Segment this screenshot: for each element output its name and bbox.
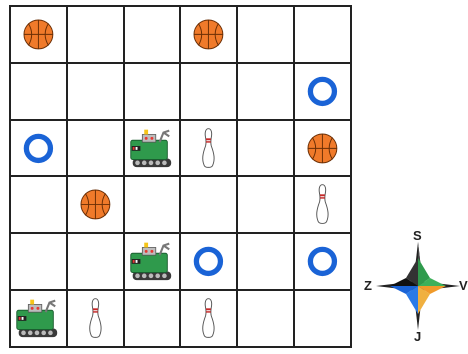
- grid-cell-r3-c1[interactable]: [66, 176, 124, 234]
- grid-cell-r3-c4[interactable]: [237, 176, 295, 234]
- grid-cell-r1-c3[interactable]: [180, 62, 238, 120]
- grid-cell-r2-c2[interactable]: [123, 119, 181, 177]
- compass-south-label: J: [414, 329, 422, 344]
- grid-cell-r1-c2[interactable]: [123, 62, 181, 120]
- grid-cell-r4-c5[interactable]: [294, 233, 351, 291]
- ring-icon: [194, 247, 224, 277]
- bowling-pin-icon: [316, 184, 329, 225]
- ring-icon: [23, 133, 54, 163]
- grid-cell-r3-c5[interactable]: [294, 176, 351, 234]
- ring-icon: [307, 76, 338, 106]
- grid-cell-r3-c0[interactable]: [10, 176, 67, 234]
- grid-cell-r0-c3[interactable]: [180, 6, 238, 63]
- grid-cell-r3-c2[interactable]: [123, 176, 181, 234]
- grid-cell-r1-c4[interactable]: [237, 62, 295, 120]
- compass-rose: S J Z V: [362, 228, 468, 346]
- basketball-icon: [23, 19, 54, 50]
- compass-west-label: Z: [364, 278, 372, 293]
- grid-cell-r4-c2[interactable]: [123, 233, 181, 291]
- grid-cell-r1-c1[interactable]: [66, 62, 124, 120]
- grid-cell-r4-c1[interactable]: [66, 233, 124, 291]
- grid-cell-r5-c4[interactable]: [237, 290, 295, 347]
- grid-cell-r5-c3[interactable]: [180, 290, 238, 347]
- basketball-icon: [80, 189, 111, 220]
- bowling-pin-icon: [202, 127, 216, 168]
- ring-icon: [307, 247, 338, 277]
- robot-icon: [129, 242, 171, 281]
- grid-cell-r2-c1[interactable]: [66, 119, 124, 177]
- grid-cell-r5-c0[interactable]: [10, 290, 67, 347]
- bowling-pin-icon: [202, 298, 216, 339]
- compass-east-label: V: [459, 278, 468, 293]
- game-board: [9, 5, 352, 348]
- grid-cell-r0-c4[interactable]: [237, 6, 295, 63]
- grid-cell-r3-c3[interactable]: [180, 176, 238, 234]
- basketball-icon: [193, 19, 224, 50]
- grid-cell-r2-c5[interactable]: [294, 119, 351, 177]
- basketball-icon: [307, 133, 338, 163]
- grid-cell-r4-c3[interactable]: [180, 233, 238, 291]
- grid-cell-r0-c5[interactable]: [294, 6, 351, 63]
- grid-cell-r1-c0[interactable]: [10, 62, 67, 120]
- robot-icon: [129, 129, 171, 167]
- grid-cell-r5-c5[interactable]: [294, 290, 351, 347]
- grid-cell-r5-c2[interactable]: [123, 290, 181, 347]
- grid-cell-r2-c4[interactable]: [237, 119, 295, 177]
- grid-cell-r0-c2[interactable]: [123, 6, 181, 63]
- grid-cell-r4-c0[interactable]: [10, 233, 67, 291]
- grid-cell-r2-c0[interactable]: [10, 119, 67, 177]
- bowling-pin-icon: [89, 298, 102, 339]
- robot-icon: [16, 299, 58, 338]
- grid-cell-r0-c0[interactable]: [10, 6, 67, 63]
- grid-cell-r1-c5[interactable]: [294, 62, 351, 120]
- grid-cell-r5-c1[interactable]: [66, 290, 124, 347]
- grid-cell-r2-c3[interactable]: [180, 119, 238, 177]
- compass-star-icon: [376, 242, 460, 330]
- grid-cell-r4-c4[interactable]: [237, 233, 295, 291]
- compass-north-label: S: [413, 228, 422, 243]
- grid-cell-r0-c1[interactable]: [66, 6, 124, 63]
